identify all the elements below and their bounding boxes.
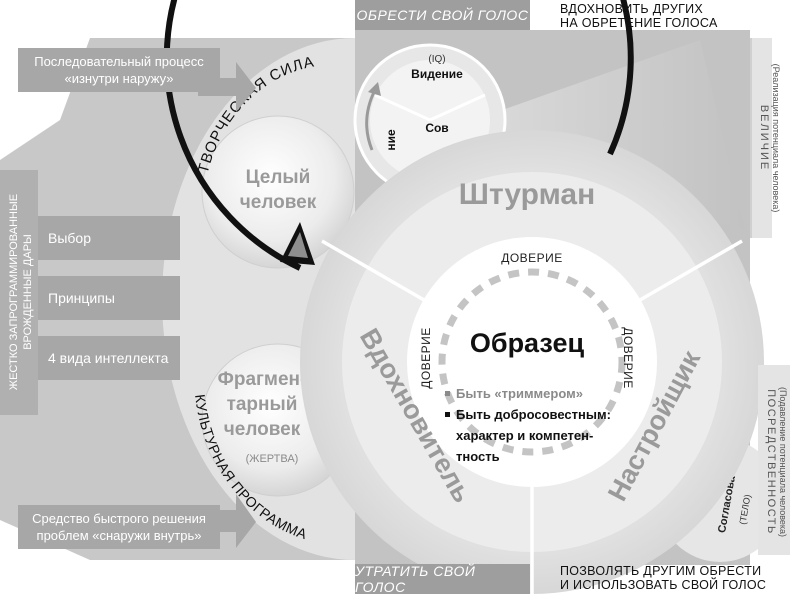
callout-bottom-arrow [198, 494, 256, 548]
outer-black-ring [163, 0, 634, 271]
left-vertical-line1: ЖЕСТКО ЗАПРОГРАММИРОВАННЫЕ [8, 194, 20, 390]
mediocrity-sub: (Подавление потенциала человека) [778, 387, 788, 537]
fragmented-person-line2: тарный [227, 394, 298, 415]
inspire-others-text: ВДОХНОВИТЬ ДРУГИХ НА ОБРЕТЕНИЕ ГОЛОСА [560, 2, 785, 30]
trust-ring [438, 268, 626, 456]
trimmer-item: Быть «триммером» [456, 386, 583, 401]
outside-in-callout: Средство быстрого решения проблем «снару… [18, 505, 220, 549]
ring-arrow-inner [288, 232, 308, 258]
let-others-line2: И ИСПОЛЬЗОВАТЬ СВОЙ ГОЛОС [560, 578, 767, 592]
bullet-1 [445, 391, 450, 396]
left-vertical-strip [0, 170, 38, 415]
inside-out-line2: «изнутри наружу» [64, 71, 174, 86]
whole-person-line2: человек [240, 192, 317, 213]
right-bottom-strip [758, 365, 790, 555]
vision-arrow-head [368, 82, 381, 96]
vision-iq: (IQ) [428, 54, 445, 65]
lose-voice-label: УТРАТИТЬ СВОЙ ГОЛОС [355, 563, 530, 595]
intelligence-box: 4 вида интеллекта [38, 336, 180, 380]
vision-partial-word-2: ние [384, 129, 398, 151]
victim-label: (ЖЕРТВА) [246, 453, 299, 465]
inspire-others-line2: НА ОБРЕТЕНИЕ ГОЛОСА [560, 16, 718, 30]
right-top-strip [752, 38, 772, 238]
vision-divider-2 [429, 93, 486, 122]
conscientious-line2: характер и компетен- [456, 428, 593, 443]
trust-left: ДОВЕРИЕ [419, 327, 433, 389]
sector-divider-left [321, 239, 425, 302]
mediocrity-label: ПОСРЕДСТВЕННОСТЬ [765, 389, 777, 534]
let-others-line1: ПОЗВОЛЯТЬ ДРУГИМ ОБРЕСТИ [560, 564, 762, 578]
vision-arrow [365, 89, 377, 151]
greatness-sub: (Реализация потенциала человека) [771, 64, 781, 213]
let-others-text: ПОЗВОЛЯТЬ ДРУГИМ ОБРЕСТИ И ИСПОЛЬЗОВАТЬ … [560, 564, 790, 592]
navigator-label: Штурман [459, 178, 595, 211]
fragmented-person-line1: Фрагмен- [218, 369, 307, 390]
greatness-label: ВЕЛИЧИЕ [758, 105, 770, 171]
find-voice-label: ОБРЕСТИ СВОЙ ГОЛОС [355, 0, 530, 30]
center-title: Образец [470, 328, 585, 358]
vision-partial-word: Сов [425, 121, 448, 135]
inside-out-callout: Последовательный процесс «изнутри наружу… [18, 48, 220, 92]
outside-in-line2: проблем «снаружи внутрь» [36, 528, 202, 543]
vision-label: Видение [411, 67, 463, 81]
sector-divider-right [639, 239, 743, 302]
whole-person-line1: Целый [246, 167, 311, 188]
trust-right: ДОВЕРИЕ [621, 327, 635, 389]
bullet-2 [445, 412, 450, 417]
left-vertical-line2: ВРОЖДЕННЫЕ ДАРЫ [22, 234, 34, 350]
callout-top-arrow [198, 62, 256, 112]
conscientious-line3: тность [456, 449, 500, 464]
trust-top: ДОВЕРИЕ [501, 251, 563, 265]
outside-in-line1: Средство быстрого решения [32, 511, 206, 526]
vision-divider-1 [374, 93, 431, 122]
inspire-others-line1: ВДОХНОВИТЬ ДРУГИХ [560, 2, 704, 16]
choice-box: Выбор [38, 216, 180, 260]
principles-box: Принципы [38, 276, 180, 320]
inside-out-line1: Последовательный процесс [34, 54, 204, 69]
conscientious-line1: Быть добросовестным: [456, 407, 611, 422]
fragmented-person-line3: человек [224, 419, 301, 440]
